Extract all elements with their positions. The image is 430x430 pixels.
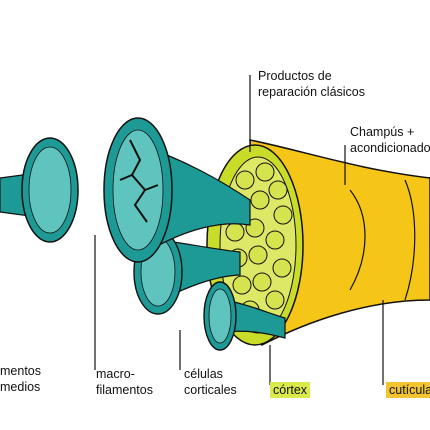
micro-bundle-inner xyxy=(28,146,72,234)
cuticle-scale-line-2 xyxy=(404,179,416,301)
label-cortex: córtex xyxy=(270,382,311,398)
label-cuticula: cutícula xyxy=(386,382,430,398)
label-macrofilamentos: macro- filamentos xyxy=(96,367,153,397)
cuticle-scale-line xyxy=(349,189,366,291)
label-champus: Champús + acondicionadores xyxy=(350,125,430,155)
large-bundle-inner xyxy=(112,129,164,251)
small-bundle-stem xyxy=(224,299,286,339)
leader-lines xyxy=(94,75,384,385)
large-bundle-cracks xyxy=(119,139,159,223)
small-bundle-inner xyxy=(208,288,232,344)
label-microfilamentos: mentos medios xyxy=(0,364,41,394)
label-productos: Productos de reparación clásicos xyxy=(258,69,365,99)
label-celulas: células corticales xyxy=(184,367,237,397)
